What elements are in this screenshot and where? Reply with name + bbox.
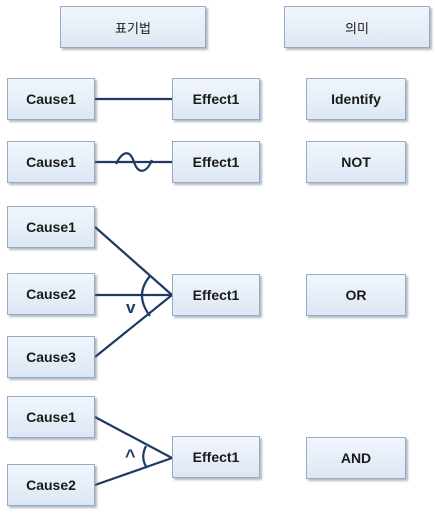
row1-effect1-box: Effect1	[172, 78, 260, 120]
row3-cause3-box: Cause3	[7, 336, 95, 378]
or-line-cause1	[94, 226, 173, 296]
header-meaning: 의미	[284, 6, 430, 48]
and-symbol: ^	[125, 446, 136, 466]
and-line-cause2	[94, 456, 173, 487]
and-arc	[142, 445, 148, 469]
row2-effect1-box: Effect1	[172, 141, 260, 183]
row3-meaning-box: OR	[306, 274, 406, 316]
or-arc	[140, 275, 151, 317]
row4-cause2-box: Cause2	[7, 464, 95, 506]
row4-cause1-box: Cause1	[7, 396, 95, 438]
row3-cause1-box: Cause1	[7, 206, 95, 248]
row1-cause1-box: Cause1	[7, 78, 95, 120]
row4-meaning-box: AND	[306, 437, 406, 479]
row2-cause1-box: Cause1	[7, 141, 95, 183]
row1-meaning-box: Identify	[306, 78, 406, 120]
row2-meaning-box: NOT	[306, 141, 406, 183]
or-line-cause3	[94, 294, 173, 358]
row3-cause2-box: Cause2	[7, 273, 95, 315]
and-line-cause1	[94, 416, 173, 459]
not-tilde-symbol	[115, 152, 154, 172]
row3-effect1-box: Effect1	[172, 274, 260, 316]
header-notation: 표기법	[60, 6, 206, 48]
row4-effect1-box: Effect1	[172, 436, 260, 478]
or-symbol: v	[126, 298, 136, 317]
